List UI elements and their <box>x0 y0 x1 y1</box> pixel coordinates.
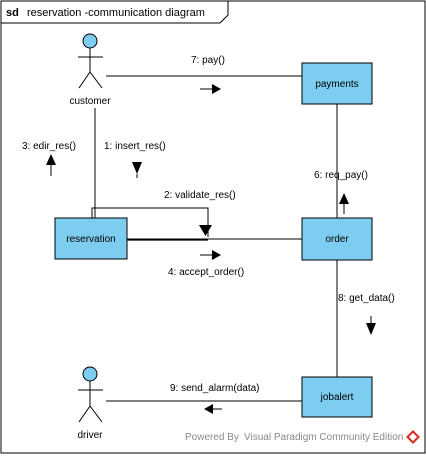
message-label-insert-res: 1: insert_res() <box>104 141 166 152</box>
message-label-edir-res: 3: edir_res() <box>22 141 76 152</box>
object-reservation[interactable]: reservation <box>54 217 128 260</box>
watermark-product: Visual Paradigm Community Edition <box>244 432 403 443</box>
message-label-get-data: 8: get_data() <box>338 293 395 304</box>
frame-keyword: sd <box>6 7 19 19</box>
object-label-jobalert: jobalert <box>320 392 354 403</box>
object-label-reservation: reservation <box>66 234 115 245</box>
message-label-pay: 7: pay() <box>191 55 225 66</box>
frame-title: reservation -communication diagram <box>27 7 205 19</box>
object-order[interactable]: order <box>301 217 373 261</box>
arrow-m6-up <box>339 193 349 214</box>
message-label-accept-order: 4: accept_order() <box>168 267 244 278</box>
arrow-m3-up <box>46 154 56 176</box>
arrow-m2-down <box>199 225 212 236</box>
actor-label-customer: customer <box>69 96 111 107</box>
actor-label-driver: driver <box>77 430 103 441</box>
message-arrows <box>46 84 376 414</box>
frame-tab <box>0 0 229 24</box>
arrow-m4-right <box>200 250 221 260</box>
watermark-prefix: Powered By <box>185 432 239 443</box>
object-jobalert[interactable]: jobalert <box>301 376 373 418</box>
message-label-validate-res: 2: validate_res() <box>164 190 236 201</box>
actor-driver[interactable]: driver <box>77 366 103 441</box>
object-label-order: order <box>325 234 349 245</box>
stick-figure-icon <box>78 366 103 423</box>
visual-paradigm-logo-icon <box>406 430 420 444</box>
stick-figure-icon <box>78 33 103 89</box>
actor-customer[interactable]: customer <box>69 33 111 107</box>
arrow-m9-left <box>204 404 222 414</box>
watermark: Powered By Visual Paradigm Community Edi… <box>185 430 420 444</box>
object-label-payments: payments <box>315 79 358 90</box>
arrow-m8-down <box>366 316 376 335</box>
link-reservation-self <box>91 207 209 237</box>
arrow-m7-right <box>200 84 221 94</box>
message-label-req-pay: 6: req_pay() <box>314 170 368 181</box>
object-payments[interactable]: payments <box>301 62 373 105</box>
message-label-send-alarm: 9: send_alarm(data) <box>170 383 260 394</box>
arrow-m1-down <box>132 162 142 178</box>
